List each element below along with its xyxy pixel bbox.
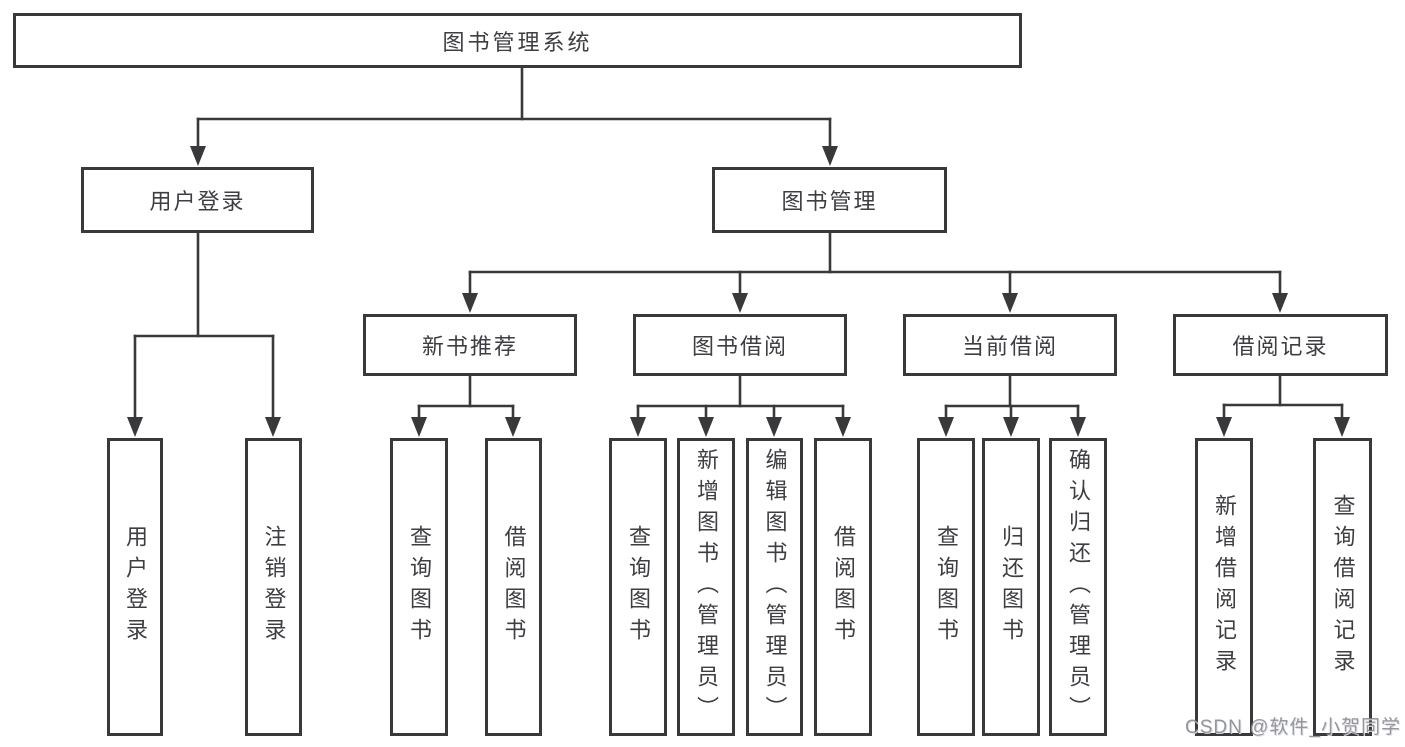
leaf-query-borrow-record: 查询借阅记录 <box>1313 438 1372 736</box>
leaf-borrow-books-1: 借阅图书 <box>485 438 542 736</box>
leaf-query-books-2: 查询图书 <box>609 438 667 736</box>
leaf-add-books-admin: 新增图书（管理员） <box>677 438 735 736</box>
leaf-return-books: 归还图书 <box>982 438 1040 736</box>
node-book-borrowing: 图书借阅 <box>633 314 847 376</box>
node-user-login: 用户登录 <box>81 167 314 233</box>
arrowhead-icons <box>127 146 1350 437</box>
leaf-borrow-books-2: 借阅图书 <box>814 438 872 736</box>
node-current-borrowing: 当前借阅 <box>903 314 1117 376</box>
leaf-add-borrow-record: 新增借阅记录 <box>1195 438 1253 736</box>
node-book-management: 图书管理 <box>712 167 947 233</box>
leaf-query-books-1: 查询图书 <box>390 438 448 736</box>
leaf-edit-books-admin: 编辑图书（管理员） <box>746 438 803 736</box>
leaf-logout: 注销登录 <box>245 438 302 736</box>
leaf-confirm-return-admin: 确认归还（管理员） <box>1049 438 1107 736</box>
leaf-user-login: 用户登录 <box>107 438 163 736</box>
node-new-book-recommend: 新书推荐 <box>363 314 577 376</box>
leaf-query-books-3: 查询图书 <box>917 438 975 736</box>
node-borrow-records: 借阅记录 <box>1173 314 1388 376</box>
node-library-management-system: 图书管理系统 <box>13 13 1022 68</box>
